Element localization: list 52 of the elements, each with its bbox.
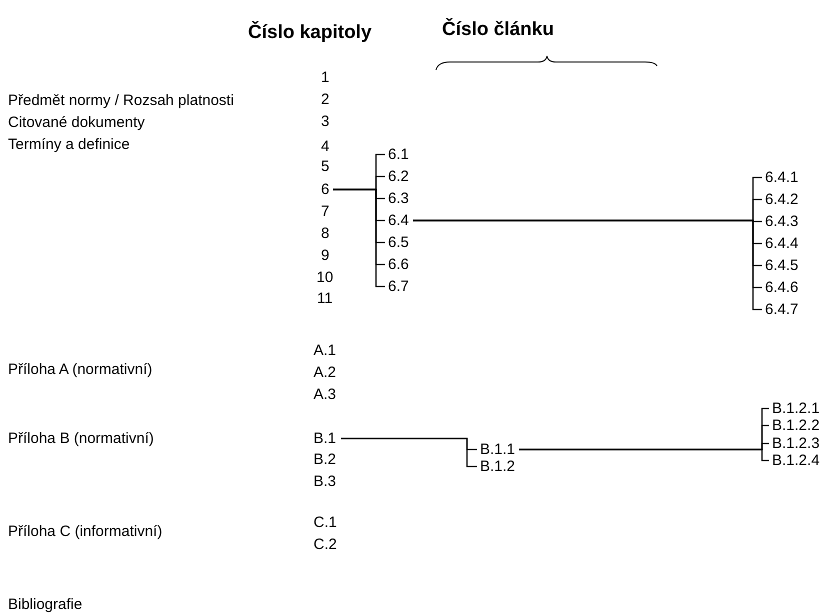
- chapter-title: Předmět normy / Rozsah platnosti: [8, 92, 234, 108]
- annex-title: Příloha B (normativní): [8, 430, 154, 446]
- clause-number: 6.4.6: [765, 278, 798, 296]
- chapter-number: 1: [321, 68, 330, 86]
- clause-number: 6.4.1: [765, 168, 798, 186]
- clause-number: B.1.2.1: [772, 400, 820, 416]
- clause-number: 6: [321, 180, 330, 198]
- clause-number: 6.2: [388, 168, 409, 184]
- annex-clause-number: C.1: [314, 514, 337, 530]
- clause-number: B.1.2.4: [772, 452, 820, 469]
- chapter-title: Termíny a definice: [8, 136, 130, 152]
- clause-number: 6.6: [388, 256, 409, 272]
- clause-number: 6.4.3: [765, 212, 798, 230]
- annex-clause-number: C.2: [314, 536, 337, 552]
- chapter-number: 2: [321, 90, 330, 108]
- bracket-connector: [341, 438, 477, 468]
- clause-number: 6.5: [388, 234, 409, 250]
- clause-number: B.1: [314, 430, 336, 446]
- annex-clause-number: A.1: [314, 342, 336, 358]
- column-heading: Číslo kapitoly: [248, 22, 372, 44]
- chapter-number: 3: [321, 112, 330, 130]
- clause-number: B.1.2: [480, 458, 516, 474]
- clause-number: B.1.2.2: [772, 417, 820, 434]
- clause-number: 6.4.7: [765, 300, 798, 318]
- chapter-number: 7: [321, 202, 330, 220]
- clause-number: 6.7: [388, 278, 409, 294]
- chapter-number: 11: [317, 290, 333, 306]
- chapter-title: Bibliografie: [8, 596, 82, 612]
- chapter-title: Citované dokumenty: [8, 114, 145, 130]
- clause-number: 6.4.5: [765, 256, 798, 274]
- bracket-connector: [333, 188, 385, 288]
- annex-clause-number: A.2: [314, 364, 336, 380]
- annex-title: Příloha C (informativní): [8, 522, 162, 540]
- clause-number: 6.4: [388, 212, 409, 228]
- annex-title: Příloha A (normativní): [8, 360, 152, 378]
- bracket-connector: [519, 448, 769, 462]
- annex-clause-number: A.3: [314, 386, 336, 402]
- chapter-number: 4: [321, 138, 330, 154]
- bracket-connector: [413, 220, 762, 310]
- chapter-number: 5: [321, 158, 330, 174]
- chapter-number: 10: [316, 268, 334, 286]
- clause-number: B.1.2.3: [772, 434, 820, 452]
- clause-number: 6.4.2: [765, 190, 798, 208]
- clause-number: B.1.1: [480, 440, 516, 458]
- annex-clause-number: B.3: [314, 472, 336, 490]
- clause-number: 6.3: [388, 190, 409, 206]
- clause-number: 6.1: [388, 146, 409, 162]
- chapter-number: 8: [321, 224, 330, 242]
- annex-clause-number: B.2: [314, 450, 336, 468]
- clause-number: 6.4.4: [765, 234, 798, 252]
- column-heading: Číslo článku: [442, 19, 554, 41]
- chapter-number: 9: [321, 246, 330, 264]
